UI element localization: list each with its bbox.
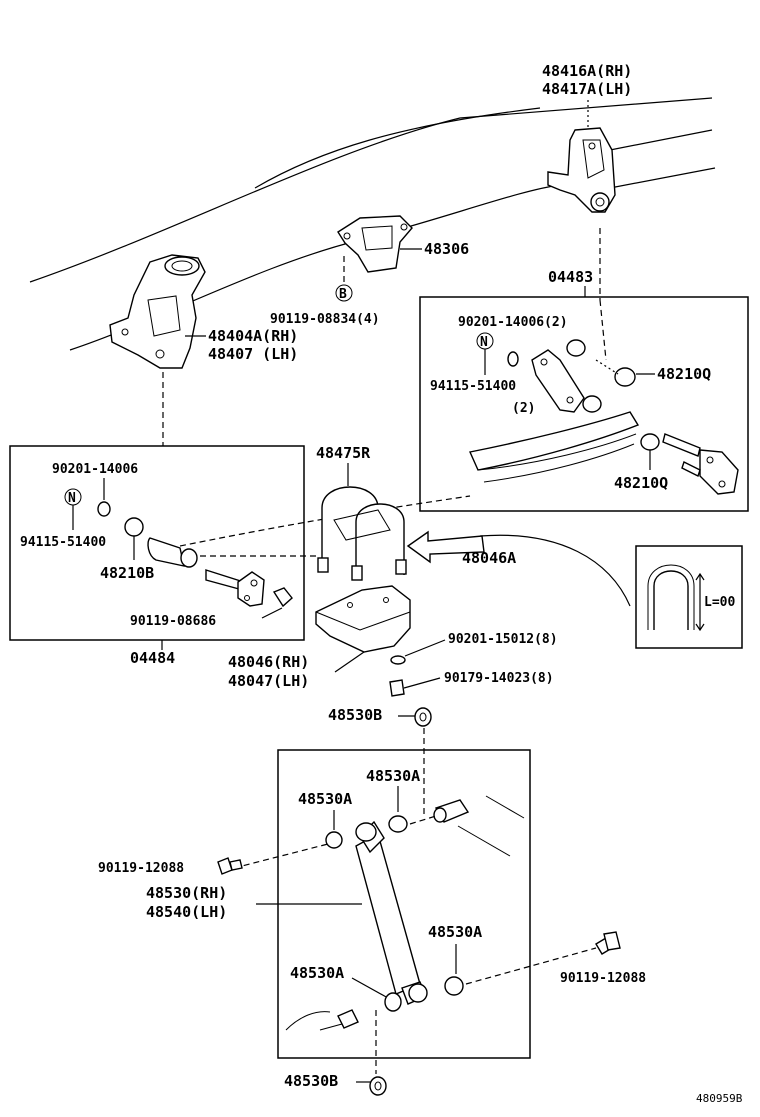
label-48530A-2: 48530A [298,790,352,808]
label-90201-14006: 90201-14006 [52,462,138,477]
cushion-48530A-lower[interactable] [384,992,402,1012]
label-48530B-bottom: 48530B [284,1072,338,1090]
label-04483: 04483 [548,268,593,286]
label-48210B: 48210B [100,564,154,582]
label-90201-14006-2: 90201-14006(2) [458,315,568,330]
label-48046A: 48046A [462,549,516,567]
front-spring-hanger[interactable] [109,254,206,369]
label-48530A-4: 48530A [290,964,344,982]
label-qty-2: (2) [512,401,535,416]
shock-absorber[interactable] [355,820,428,1005]
front-bolt-plate[interactable] [205,569,293,608]
bushing-lower[interactable] [582,395,602,413]
label-48047: 48047(LH) [228,672,309,690]
marker-b [335,284,353,302]
cushion-48530A-left[interactable] [325,831,343,849]
label-48210Q-a: 48210Q [657,365,711,383]
cushion-48530B-top[interactable] [414,707,432,727]
spring-hanger-bracket[interactable] [547,127,616,213]
washer[interactable] [507,351,519,367]
bumper-stopper[interactable] [337,215,413,273]
u-bolt-length-inset [635,545,743,649]
arrow-48046A [406,530,631,607]
marker-n-right-text: N [480,335,488,350]
label-48530A-1: 48530A [366,767,420,785]
label-90179-14023: 90179-14023(8) [444,671,554,686]
label-48530A-3: 48530A [428,923,482,941]
spring-seat-plate[interactable] [315,585,411,653]
label-48475R: 48475R [316,444,371,462]
label-90119-08834: 90119-08834(4) [270,312,380,327]
shackle-kit-box [419,296,749,512]
bushing-48210Q-lower[interactable] [640,433,660,451]
cushion-48530A-right[interactable] [444,976,464,996]
label-48407: 48407 (LH) [208,345,298,363]
front-bushing-kit-box [9,445,305,641]
bolt-90119-12088-left[interactable] [217,857,243,875]
lower-mount[interactable] [285,1009,359,1031]
label-48530B-top: 48530B [328,706,382,724]
cushion-48530B-bottom[interactable] [369,1076,387,1096]
label-90119-08686: 90119-08686 [130,614,216,629]
washer-left[interactable] [97,501,111,517]
washer-90201-15012[interactable] [390,655,406,665]
figure-number: 480959B [696,1092,743,1105]
nut-90179-14023[interactable] [389,679,405,697]
label-94115-51400-right: 94115-51400 [430,379,516,394]
bushing-48210B[interactable] [124,517,144,537]
label-04484: 04484 [130,649,175,667]
length-note: L=00 [704,595,735,610]
u-bolt-inset-shape [647,564,705,632]
label-90119-12088-right: 90119-12088 [560,971,646,986]
leaf-spring[interactable] [469,411,640,483]
bushing-48210Q-upper[interactable] [614,367,636,387]
label-48210Q-b: 48210Q [614,474,668,492]
upper-mount-stud[interactable] [433,795,525,857]
shackle-bolt-right[interactable] [662,433,739,495]
cushion-48530A-upper[interactable] [388,815,408,833]
label-48540: 48540(LH) [146,903,227,921]
u-bolt[interactable] [317,486,407,581]
label-48046: 48046(RH) [228,653,309,671]
label-90119-12088-left: 90119-12088 [98,861,184,876]
marker-n-left-text: N [68,491,76,506]
shackle-plate[interactable] [531,349,585,413]
bushing-upper[interactable] [566,339,586,357]
label-48417A: 48417A(LH) [542,80,632,98]
label-48530: 48530(RH) [146,884,227,902]
label-48404A: 48404A(RH) [208,327,298,345]
label-90201-15012: 90201-15012(8) [448,632,558,647]
spring-eye-pin[interactable] [147,537,198,568]
marker-b-text: B [339,287,347,302]
label-94115-51400-left: 94115-51400 [20,535,106,550]
bolt-90119-12088-right[interactable] [595,931,621,955]
label-48416A: 48416A(RH) [542,62,632,80]
label-48306: 48306 [424,240,469,258]
